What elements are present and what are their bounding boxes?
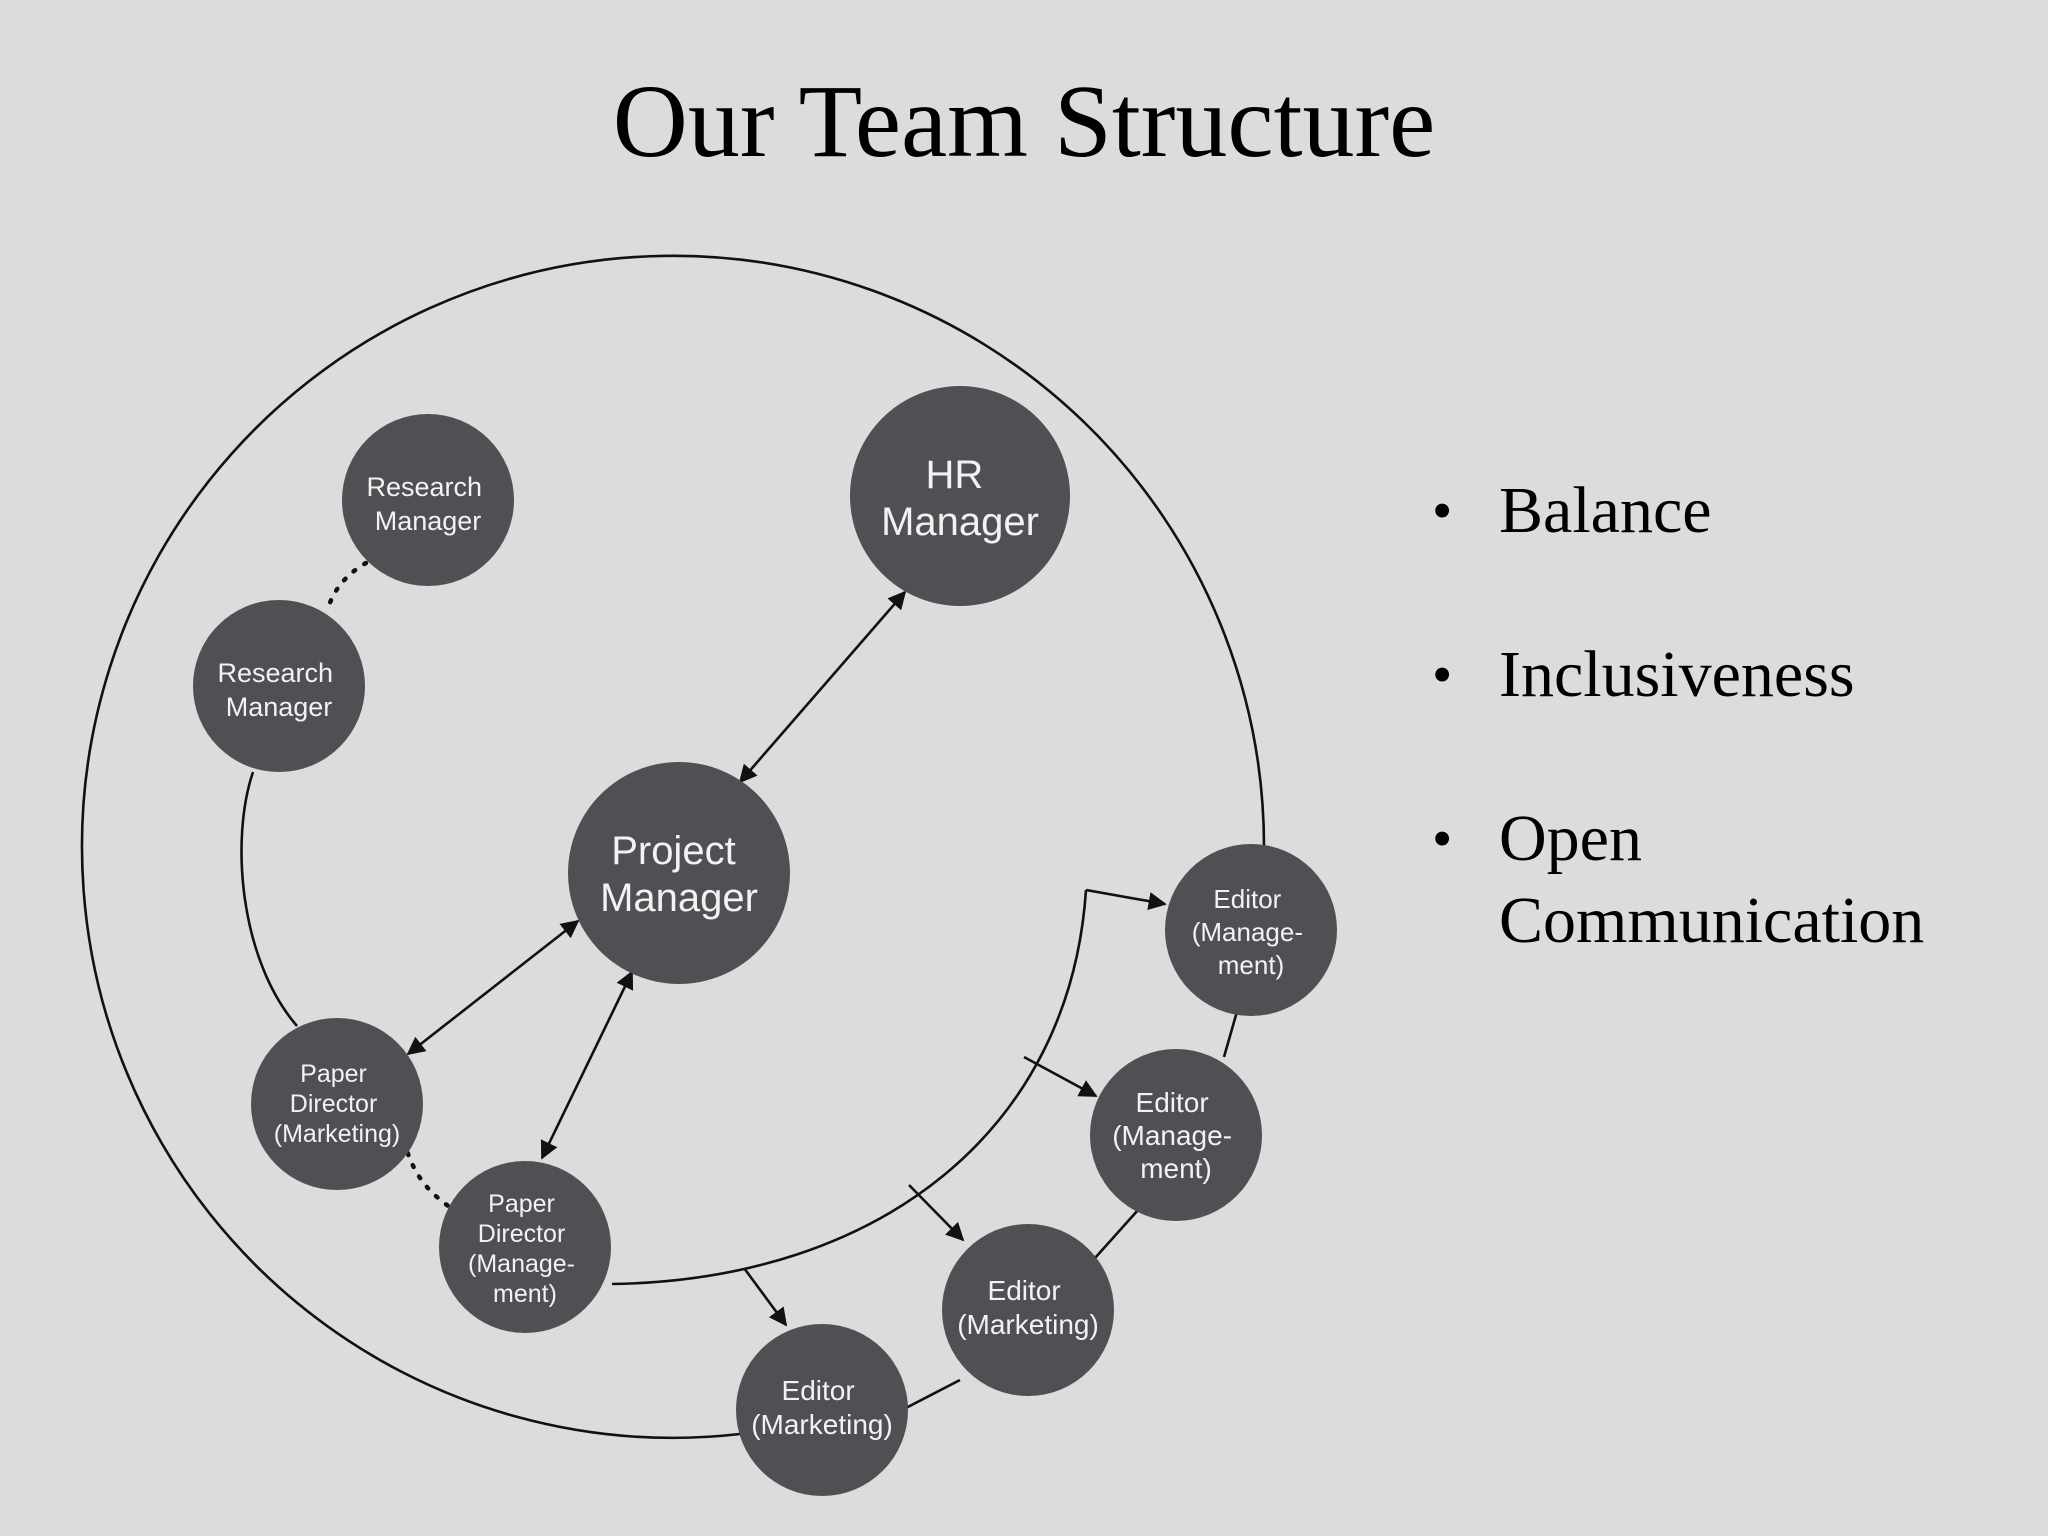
node-label-line: ment) [493, 1280, 557, 1308]
editor-chain-line [901, 1378, 961, 1412]
node-label-line: HR [926, 453, 984, 497]
node-label-line: Editor [1213, 884, 1281, 914]
inner-arc-left [240, 771, 298, 1027]
svg-text:Editor (Marketing): Editor (Marketing) [957, 1275, 1099, 1340]
bullet-item: • Balance [1432, 470, 2032, 552]
node-research-manager-2: Research Manager [193, 600, 365, 772]
node-label-line: Manager [226, 692, 333, 722]
node-label-line: Research [217, 658, 333, 688]
node-label-line: Project [611, 829, 736, 873]
node-label-line: Paper [488, 1190, 555, 1218]
bullet-text: Open Communication [1499, 802, 1925, 957]
bullet-dot-icon: • [1432, 478, 1453, 543]
node-label-line: Editor [782, 1375, 855, 1406]
node-label-line: (Manage- [468, 1250, 575, 1278]
bullet-list: • Balance • Inclusiveness • Open Communi… [1432, 470, 2032, 1044]
node-label-line: Manager [375, 506, 482, 536]
editor-chain-line [1222, 1007, 1240, 1058]
outer-ring [80, 254, 1266, 1440]
svg-text:Project Manager: Project Manager [600, 829, 758, 920]
arrow-to-editor-management-1 [1085, 888, 1167, 911]
node-label-line: (Marketing) [274, 1120, 400, 1148]
bullet-dot-icon: • [1432, 642, 1453, 707]
node-label-line: (Manage- [1192, 917, 1303, 947]
bullet-dot-icon: • [1432, 806, 1453, 871]
node-hr-manager: HR Manager [850, 386, 1070, 606]
node-research-manager-1: Research Manager [342, 414, 514, 586]
arrow-to-editor-marketing-1 [908, 1184, 965, 1242]
slide-title: Our Team Structure [612, 64, 1436, 179]
inner-arc-bottom [611, 889, 1088, 1286]
svg-text:Research Manager: Research Manager [366, 472, 489, 536]
svg-text:Editor (Marketing): Editor (Marketing) [751, 1375, 893, 1440]
arrow-project-paper-marketing [406, 919, 580, 1056]
svg-text:Editor (Manage-: Editor (Manage- ment) [1192, 884, 1311, 980]
node-label-line: Editor [988, 1275, 1061, 1306]
svg-text:Paper Director: Paper Director (Marketing) [274, 1060, 400, 1148]
arrow-to-editor-management-2 [1023, 1055, 1098, 1098]
arrow-to-editor-marketing-2 [742, 1267, 788, 1327]
node-editor-management-2: Editor (Manage- ment) [1090, 1049, 1262, 1221]
bullet-item: • Open Communication [1432, 798, 2019, 962]
arrow-project-hr [738, 590, 907, 784]
svg-text:Paper Director: Paper Director (Manage- ment) [468, 1190, 582, 1308]
bullet-text: Inclusiveness [1499, 638, 1855, 711]
node-editor-marketing-2: Editor (Marketing) [736, 1324, 908, 1496]
node-paper-director-management: Paper Director (Manage- ment) [439, 1161, 611, 1333]
node-label-line: Director [478, 1220, 566, 1248]
node-editor-management-1: Editor (Manage- ment) [1165, 844, 1337, 1016]
svg-text:HR Manager: HR Manager [881, 453, 1039, 544]
node-label-line: (Marketing) [957, 1309, 1099, 1340]
bullet-text: Balance [1499, 474, 1712, 547]
node-label-line: ment) [1140, 1153, 1212, 1184]
node-label-line: Paper [300, 1060, 367, 1088]
node-label-line: (Manage- [1112, 1120, 1232, 1151]
node-label-line: Research [366, 472, 482, 502]
node-editor-marketing-1: Editor (Marketing) [942, 1224, 1114, 1396]
node-label-line: Editor [1136, 1087, 1209, 1118]
arrow-project-paper-management [540, 970, 634, 1160]
editor-chain-line [1094, 1209, 1139, 1259]
node-paper-director-marketing: Paper Director (Marketing) [251, 1018, 423, 1190]
node-label-line: Manager [881, 500, 1039, 544]
node-project-manager: Project Manager [568, 762, 790, 984]
node-label-line: Manager [600, 876, 758, 920]
node-label-line: (Marketing) [751, 1409, 893, 1440]
svg-text:Research Manager: Research Manager [217, 658, 340, 722]
svg-text:Editor (Manage-: Editor (Manage- ment) [1112, 1087, 1240, 1184]
dotted-connector-research [324, 560, 369, 615]
node-label-line: Director [290, 1090, 378, 1118]
node-label-line: ment) [1218, 950, 1284, 980]
bullet-item: • Inclusiveness [1432, 634, 2032, 716]
